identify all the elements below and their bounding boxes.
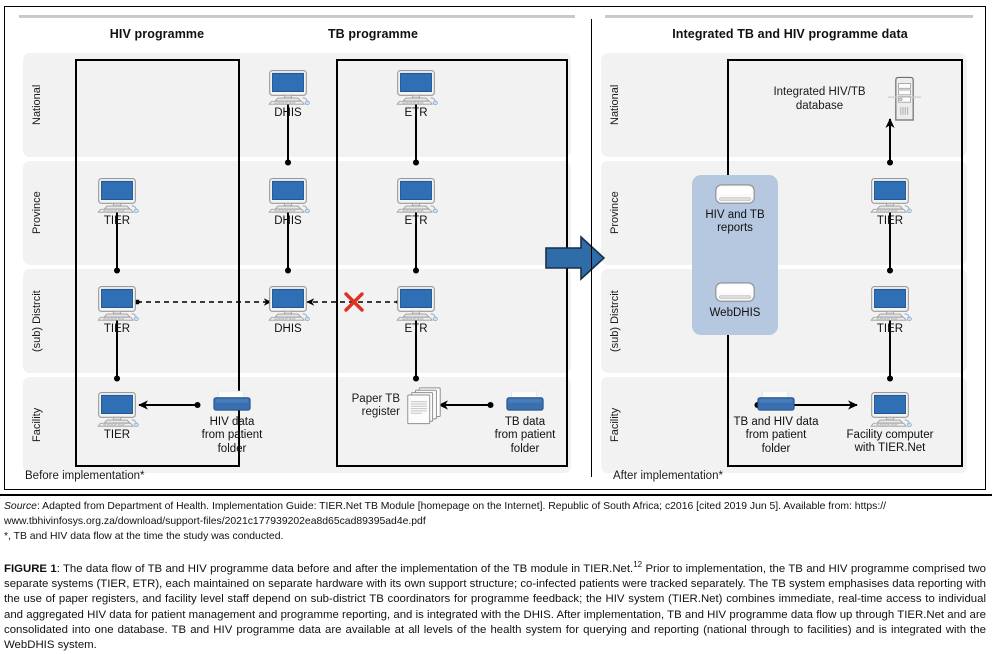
node-label: ETR — [404, 215, 428, 227]
node-after-district-tier: TIER — [847, 285, 933, 336]
computer-icon — [868, 285, 912, 322]
drive-icon — [714, 280, 756, 306]
drive-icon — [714, 182, 756, 208]
data-folder-icon — [504, 390, 546, 415]
node-label: HIV data from patient folder — [201, 416, 263, 455]
node-tb-data-folder: TB data from patient folder — [473, 390, 577, 456]
node-dhis-district: DHIS — [245, 285, 331, 336]
node-etr-national: ETR — [373, 69, 459, 120]
panel-after-implementation — [591, 19, 973, 477]
data-folder-icon — [755, 390, 797, 415]
node-label: TIER — [103, 429, 131, 441]
source-block: Source: Adapted from Department of Healt… — [4, 500, 986, 544]
computer-icon — [266, 69, 310, 106]
node-label: TIER — [876, 323, 904, 335]
computer-icon — [394, 285, 438, 322]
x-mark-red — [344, 292, 364, 312]
server-icon — [888, 75, 921, 125]
paper-stack-icon — [403, 385, 445, 427]
node-label: DHIS — [274, 107, 302, 119]
node-label: TB and HIV data from patient folder — [733, 416, 819, 455]
panel-rule-right — [605, 15, 973, 18]
node-label: Integrated HIV/TB database — [773, 86, 866, 112]
node-etr-province: ETR — [373, 177, 459, 228]
caption-before-implementation: Before implementation* — [25, 470, 145, 482]
node-integrated-database: Integrated HIV/TB database — [747, 75, 947, 125]
source-label: Source — [4, 501, 37, 512]
figure-frame: HIV programme TB programme Integrated TB… — [4, 6, 986, 490]
divider-rule — [0, 494, 992, 496]
node-label: TIER — [103, 215, 131, 227]
node-after-province-tier: TIER — [847, 177, 933, 228]
node-hiv-district-tier: TIER — [74, 285, 160, 336]
panel-title-tb-programme: TB programme — [327, 27, 419, 41]
node-webdhis: WebDHIS — [692, 280, 778, 320]
node-label: DHIS — [274, 215, 302, 227]
computer-icon — [95, 391, 139, 428]
caption-after-implementation: After implementation* — [613, 470, 723, 482]
node-dhis-province: DHIS — [245, 177, 331, 228]
figure-number: FIGURE 1 — [4, 562, 57, 575]
node-dhis-national: DHIS — [245, 69, 331, 120]
computer-icon — [266, 285, 310, 322]
source-line-1: Source: Adapted from Department of Healt… — [4, 500, 986, 515]
source-line-2: www.tbhivinfosys.org.za/download/support… — [4, 515, 426, 527]
node-label: TIER — [876, 215, 904, 227]
node-etr-district: ETR — [373, 285, 459, 336]
transition-arrow-icon — [545, 235, 605, 281]
node-tb-hiv-data-folder: TB and HIV data from patient folder — [717, 390, 835, 456]
node-label: Paper TB register — [351, 392, 400, 418]
computer-icon — [394, 177, 438, 214]
source-footnote: *, TB and HIV data flow at the time the … — [4, 530, 284, 542]
caption-text-2: Prior to implementation, the TB and HIV … — [4, 562, 986, 652]
source-text-1: : Adapted from Department of Health. Imp… — [36, 501, 886, 512]
node-label: TIER — [103, 323, 131, 335]
node-hiv-data-folder: HIV data from patient folder — [180, 390, 284, 456]
data-folder-icon — [211, 390, 253, 415]
node-label: ETR — [404, 323, 428, 335]
panel-title-hiv-programme: HIV programme — [109, 27, 205, 41]
panel-title-integrated: Integrated TB and HIV programme data — [672, 27, 908, 41]
node-label: Facility computer with TIER.Net — [846, 429, 934, 455]
computer-icon — [95, 285, 139, 322]
computer-icon — [95, 177, 139, 214]
caption-reference: 12 — [633, 560, 643, 569]
system-box-hiv — [75, 59, 240, 467]
caption-text-1: : The data flow of TB and HIV programme … — [56, 562, 634, 575]
node-hiv-province-tier: TIER — [74, 177, 160, 228]
node-facility-computer: Facility computer with TIER.Net — [831, 391, 949, 456]
node-label: WebDHIS — [709, 307, 761, 319]
node-paper-register: Paper TB register — [340, 385, 450, 427]
computer-icon — [266, 177, 310, 214]
computer-icon — [868, 391, 912, 428]
computer-icon — [394, 69, 438, 106]
node-label: TB data from patient folder — [494, 416, 556, 455]
figure-caption: FIGURE 1: The data flow of TB and HIV pr… — [4, 560, 986, 654]
node-hiv-tb-reports: HIV and TB reports — [692, 182, 778, 236]
computer-icon — [868, 177, 912, 214]
panel-rule-left — [19, 15, 575, 18]
node-label: ETR — [404, 107, 428, 119]
node-hiv-facility-tier: TIER — [74, 391, 160, 442]
node-label: HIV and TB reports — [705, 209, 765, 235]
node-label: DHIS — [274, 323, 302, 335]
